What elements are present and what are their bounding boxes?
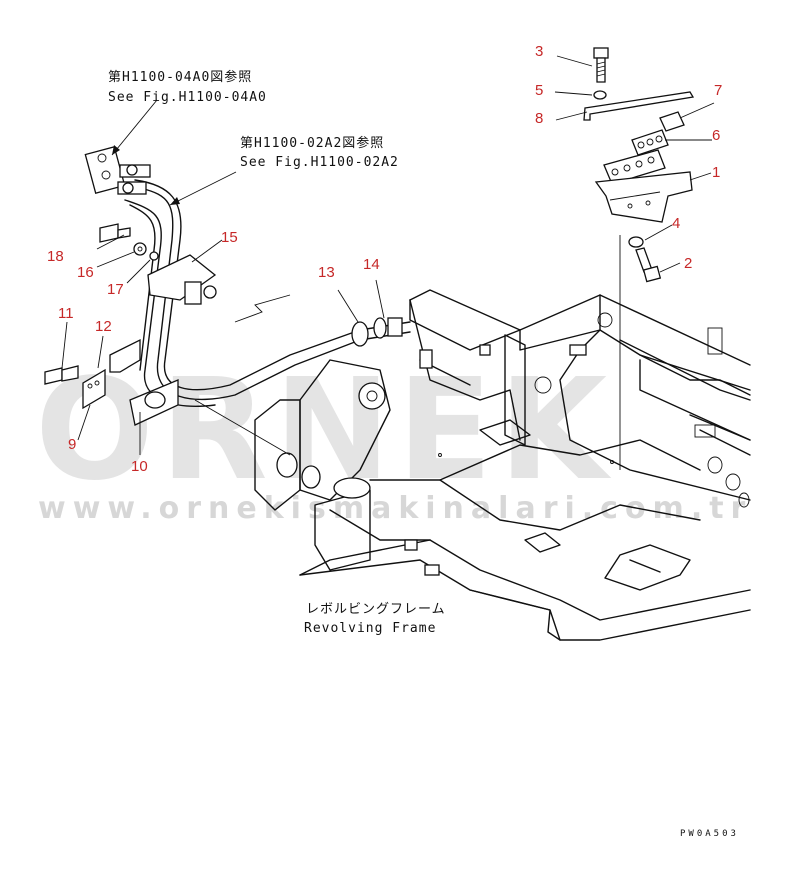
callout-15: 15 (221, 229, 238, 246)
watermark-brand: ORNEK (35, 349, 613, 512)
fig-ref-04a0-en: See Fig.H1100-04A0 (108, 90, 267, 105)
callout-18: 18 (47, 248, 64, 265)
leader-lines (61, 55, 715, 455)
callout-16: 16 (77, 264, 94, 281)
callout-13: 13 (318, 264, 335, 281)
callout-3: 3 (535, 43, 543, 60)
revolving-frame-drawing (194, 235, 751, 641)
callout-11: 11 (58, 305, 74, 322)
callout-2: 2 (684, 255, 692, 272)
callout-8: 8 (535, 110, 543, 127)
watermark: ORNEK www.ornekismakinalari.com.tr (35, 349, 752, 526)
hose-assembly (84, 146, 411, 407)
clamp-assembly-left (44, 338, 179, 426)
figure-id: PW0A503 (680, 829, 739, 839)
callout-6: 6 (712, 127, 720, 144)
callout-12: 12 (95, 318, 112, 335)
watermark-url: www.ornekismakinalari.com.tr (38, 491, 752, 526)
fig-ref-02a2-jp: 第H1100-02A2図参照 (240, 135, 384, 151)
frame-label-en: Revolving Frame (304, 621, 436, 636)
clamp-assembly-right (583, 47, 695, 283)
fig-ref-04a0-jp: 第H1100-04A0図参照 (108, 69, 252, 85)
fig-ref-02a2-en: See Fig.H1100-02A2 (240, 155, 399, 170)
callouts: 3 5 8 7 6 1 4 2 15 13 14 18 16 17 11 12 … (47, 43, 722, 475)
callout-14: 14 (363, 256, 380, 273)
callout-17: 17 (107, 281, 124, 298)
callout-10: 10 (131, 458, 148, 475)
reference-labels: 第H1100-04A0図参照 See Fig.H1100-04A0 第H1100… (108, 69, 739, 839)
callout-1: 1 (712, 164, 720, 181)
clamp-assembly-middle (99, 223, 217, 305)
callout-9: 9 (68, 436, 76, 453)
callout-7: 7 (714, 82, 722, 99)
callout-5: 5 (535, 82, 543, 99)
callout-4: 4 (672, 215, 680, 232)
frame-label-jp: レボルビングフレーム (306, 602, 446, 617)
